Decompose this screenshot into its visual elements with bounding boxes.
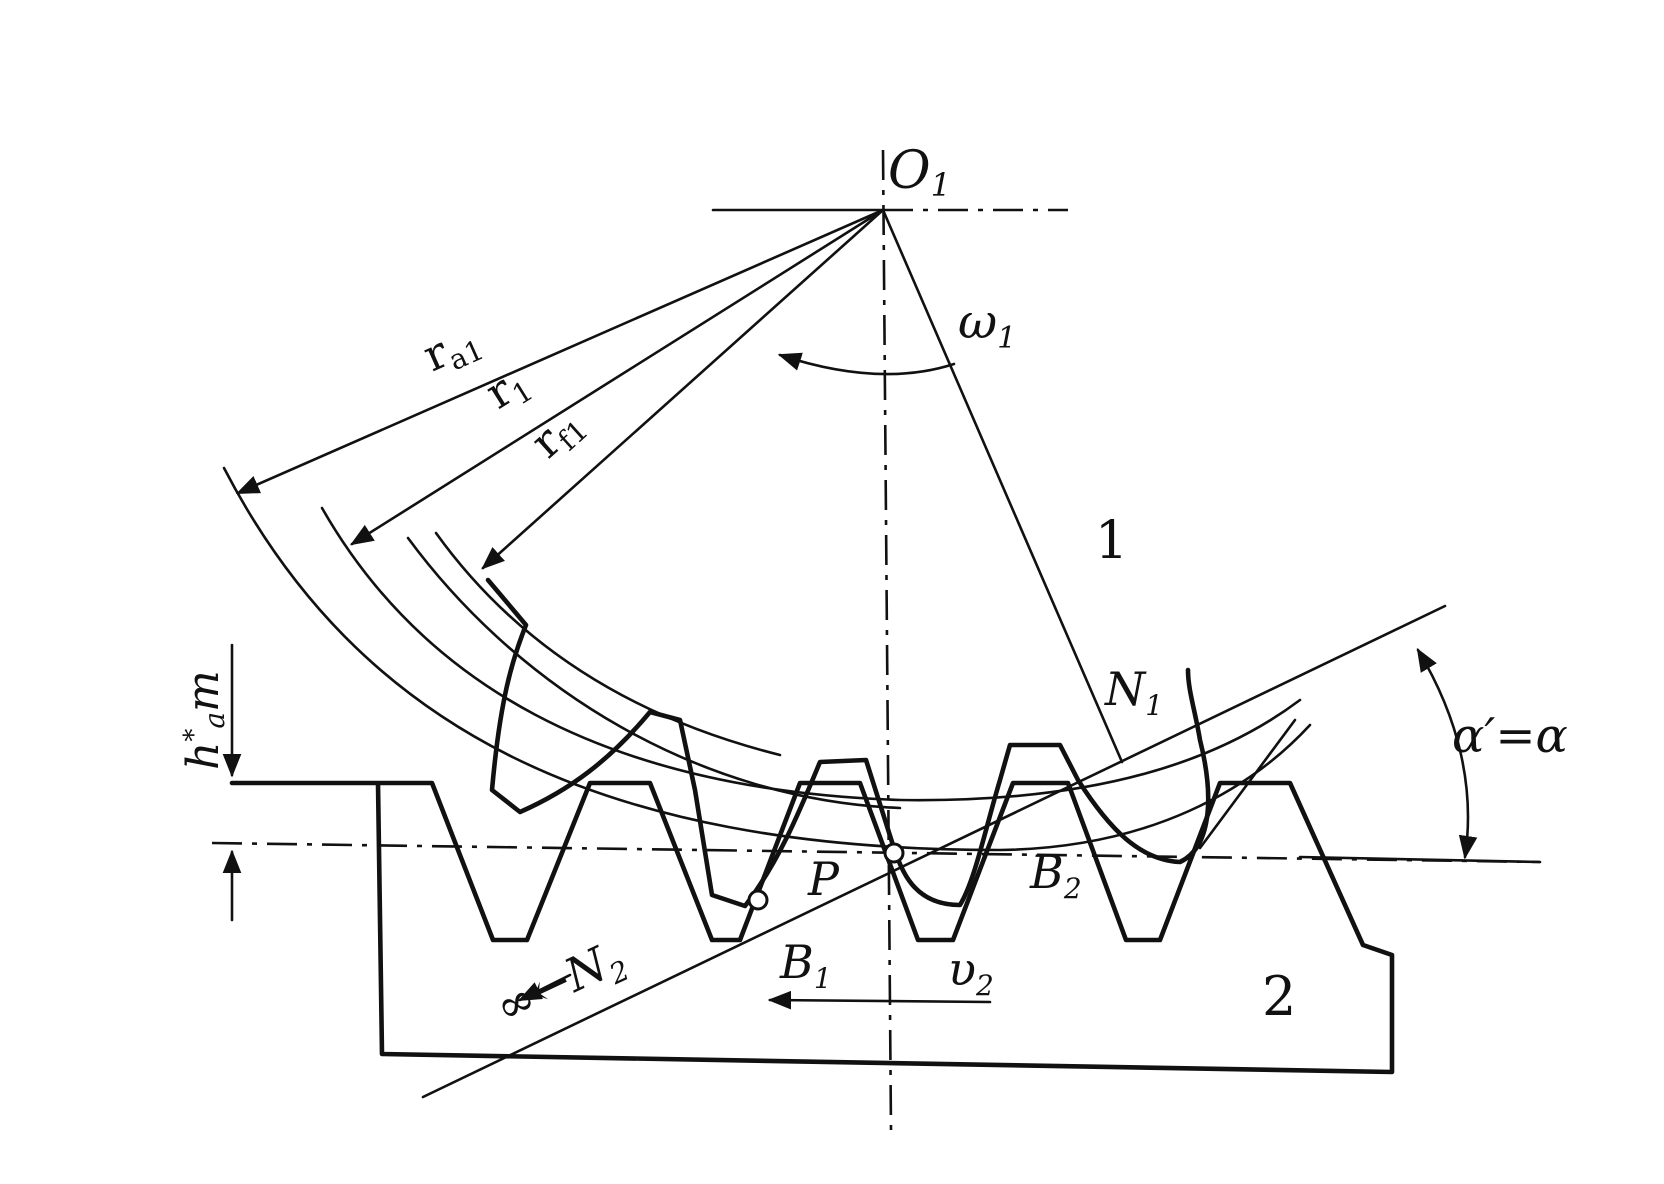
root-circle-arc (406, 536, 902, 810)
line-of-action (421, 604, 1447, 1099)
label-v2: υ2 (948, 942, 994, 1002)
n2-direction-arrow (517, 973, 572, 1002)
label-n2: ∞←N2 (487, 929, 635, 1040)
root-circle-arc-inner (434, 531, 782, 757)
label-rf1: rf1 (521, 397, 594, 471)
rack-reference-line (211, 841, 1541, 864)
label-gear-1: 1 (1095, 511, 1128, 571)
rack-addendum-ref (1198, 718, 1297, 850)
point-b1 (747, 889, 769, 911)
label-omega1: ω1 (958, 294, 1016, 356)
pitch-radius-arrow (350, 208, 885, 546)
label-b1: B1 (779, 935, 832, 995)
label-addendum: h*am (178, 670, 231, 770)
point-p (883, 842, 905, 864)
label-b2: B2 (1029, 845, 1082, 905)
tip-circle-arc (222, 466, 1312, 852)
pressure-angle-arc (1416, 647, 1478, 860)
rack-outline (229, 780, 1395, 1075)
label-p: P (807, 852, 840, 906)
pitch-circle-arc (320, 506, 1302, 802)
root-radius-arrow (481, 208, 885, 570)
label-rack-2: 2 (1262, 965, 1296, 1028)
vertical-center-line (881, 149, 893, 1131)
label-alpha: α′=α (1452, 708, 1568, 764)
omega-rotation-arrow (777, 352, 956, 376)
label-n1: N1 (1104, 662, 1163, 722)
pressure-angle-ref (1298, 855, 1542, 864)
tip-radius-arrow (235, 208, 885, 495)
label-o1: O1 (888, 141, 951, 204)
o1-n1-line (881, 208, 1124, 764)
rack-velocity-arrow (767, 990, 992, 1010)
